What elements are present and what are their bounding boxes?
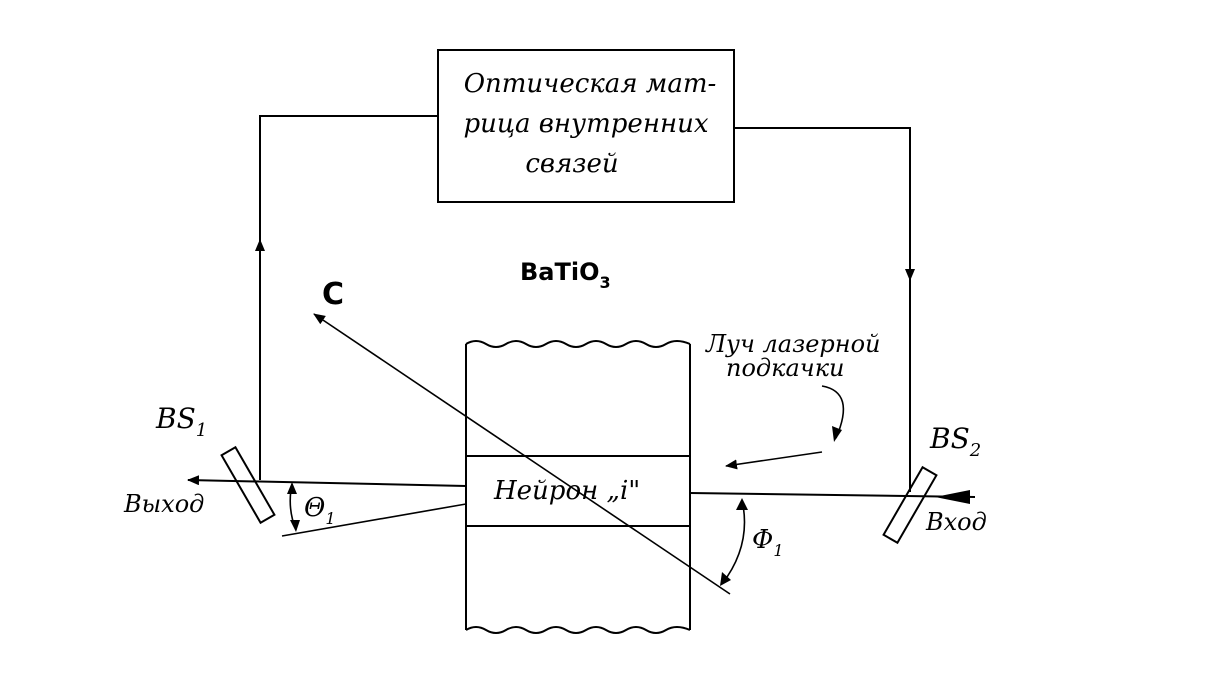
crystal-label: BaTiO3	[520, 258, 611, 292]
pump-pointer-arrow	[832, 426, 842, 442]
input-arrow	[935, 490, 970, 504]
input-label: Вход	[925, 508, 987, 536]
theta-arrow-up	[287, 482, 297, 494]
matrix-box	[437, 49, 735, 203]
phi-angle-arc	[721, 499, 746, 585]
phi-arrow-down	[720, 572, 731, 586]
matrix-box-line2: рица внутренних	[464, 109, 709, 139]
pump-beam	[725, 451, 823, 470]
theta-reference-line	[281, 503, 467, 537]
beam-splitter-2	[882, 465, 938, 545]
bs1-label: BS1	[155, 402, 207, 441]
neuron-label: Нейрон „i"	[493, 476, 640, 506]
phi-arrow-up	[736, 498, 748, 510]
c-axis-label: C	[322, 277, 344, 312]
phi-label: Φ1	[752, 525, 784, 560]
c-axis-line	[313, 313, 731, 595]
output-label: Выход	[123, 490, 204, 518]
theta-label: Θ1	[304, 493, 336, 528]
theta-arrow-down	[290, 520, 300, 532]
bs2-label: BS2	[929, 422, 981, 461]
pump-label-line2: подкачки	[726, 354, 844, 382]
crystal-body	[465, 340, 691, 634]
input-beam	[689, 492, 976, 498]
output-beam	[187, 475, 467, 487]
matrix-box-line3: связей	[525, 149, 618, 179]
pump-label-line1: Луч лазерной	[705, 330, 880, 358]
feedback-line-left	[259, 115, 438, 480]
feedback-line-right	[734, 127, 911, 492]
matrix-box-line1: Оптическая мат-	[464, 69, 717, 99]
beam-splitter-1	[220, 445, 276, 525]
